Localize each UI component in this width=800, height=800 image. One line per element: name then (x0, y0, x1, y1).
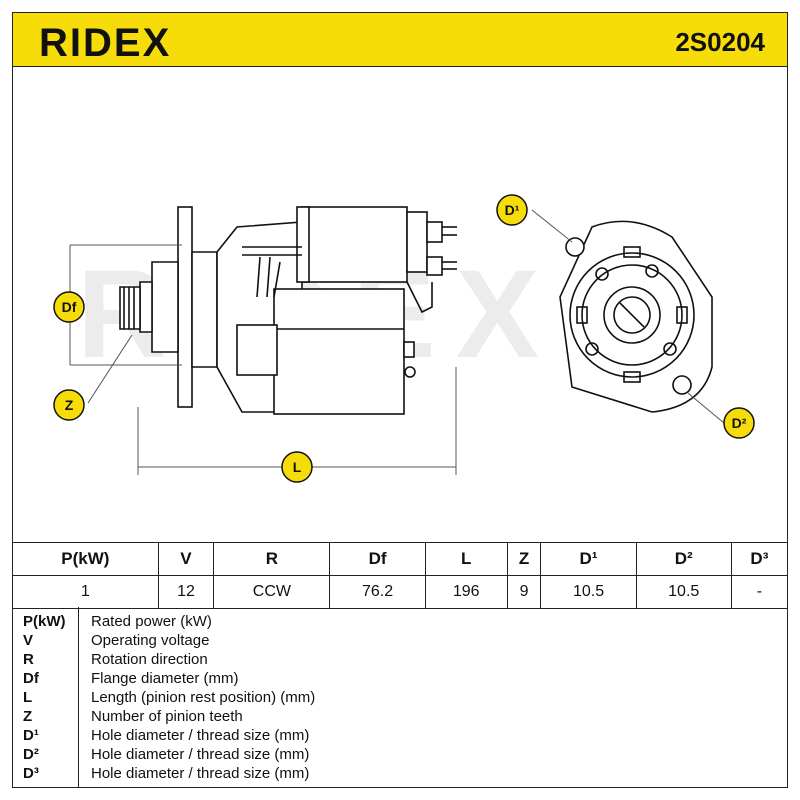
legend-key: Z (23, 708, 33, 725)
specs-value-rotation: CCW (213, 575, 331, 609)
specs-header-row: P(kW) V R Df L Z D¹ D² D³ (12, 542, 789, 576)
label-df: Df (62, 299, 77, 315)
label-l-badge: L (281, 451, 313, 483)
legend-text: Flange diameter (mm) (91, 670, 239, 687)
front-leader-lines (531, 209, 725, 424)
legend-text: Operating voltage (91, 632, 210, 649)
legend-text: Rated power (kW) (91, 613, 212, 630)
part-number: 2S0204 (675, 27, 765, 57)
legend-text: Rotation direction (91, 651, 208, 668)
specs-header-flange: Df (329, 542, 426, 576)
brand-logo: RIDEX (39, 21, 172, 65)
specs-header-teeth: Z (506, 542, 542, 576)
specs-value-length: 196 (424, 575, 508, 609)
specs-header-d1: D¹ (540, 542, 637, 576)
specs-header-voltage: V (157, 542, 215, 576)
specs-header-length: L (424, 542, 508, 576)
legend-divider (78, 607, 79, 787)
label-l: L (293, 459, 302, 475)
specs-header-d2: D² (635, 542, 732, 576)
legend-key: D² (23, 746, 39, 763)
specs-header-d3: D³ (730, 542, 789, 576)
legend-key: Df (23, 670, 39, 687)
legend-key: P(kW) (23, 613, 66, 630)
label-df-badge: Df (53, 291, 85, 323)
starter-side-view (119, 206, 457, 415)
legend-text: Number of pinion teeth (91, 708, 243, 725)
label-d2: D² (732, 415, 747, 431)
specs-value-voltage: 12 (157, 575, 215, 609)
legend-key: V (23, 632, 34, 649)
legend-key: D¹ (23, 727, 39, 744)
specs-value-power: 1 (12, 575, 159, 609)
legend-key: D³ (23, 765, 39, 782)
specs-header-rotation: R (213, 542, 331, 576)
specs-table: P(kW) V R Df L Z D¹ D² D³ 1 12 CCW 76.2 … (12, 542, 789, 609)
specs-value-d1: 10.5 (540, 575, 637, 609)
legend-text: Hole diameter / thread size (mm) (91, 765, 310, 782)
legend-text: Length (pinion rest position) (mm) (91, 689, 316, 706)
starter-front-view (559, 220, 713, 413)
specs-header-power: P(kW) (12, 542, 159, 576)
legend-key: R (23, 651, 34, 668)
legend-key: L (23, 689, 33, 706)
label-z: Z (65, 397, 74, 413)
specs-value-d3: - (730, 575, 789, 609)
specs-value-row: 1 12 CCW 76.2 196 9 10.5 10.5 - (12, 575, 789, 609)
specs-value-teeth: 9 (506, 575, 542, 609)
label-d1: D¹ (505, 202, 520, 218)
specs-value-flange: 76.2 (329, 575, 426, 609)
technical-drawing: RIDEX (53, 194, 755, 483)
label-d1-badge: D¹ (496, 194, 528, 226)
specs-value-d2: 10.5 (635, 575, 732, 609)
legend-text: Hole diameter / thread size (mm) (91, 727, 310, 744)
label-d2-badge: D² (723, 407, 755, 439)
label-z-badge: Z (53, 389, 85, 421)
header-bar: RIDEX 2S0204 (12, 12, 788, 67)
legend-text: Hole diameter / thread size (mm) (91, 746, 310, 763)
legend-box: P(kW) Rated power (kW) V Operating volta… (12, 607, 788, 788)
